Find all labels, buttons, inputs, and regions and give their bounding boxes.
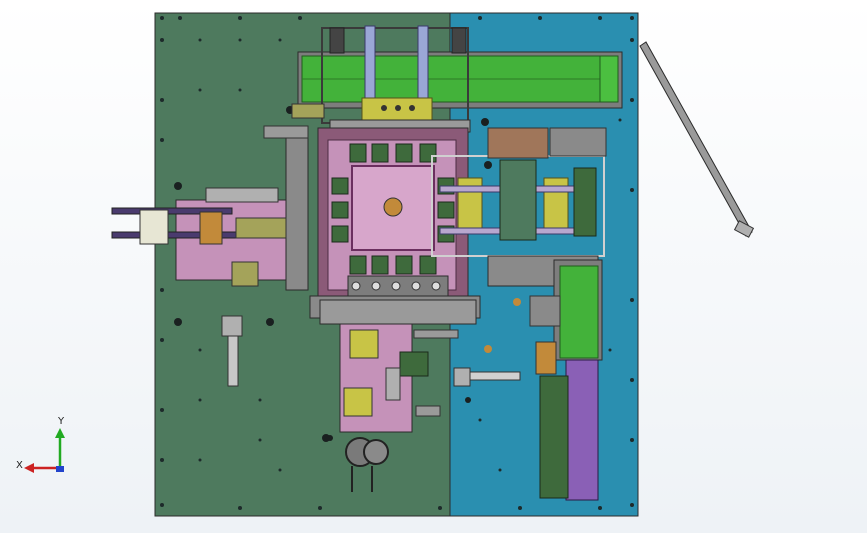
motor-block [399,351,429,377]
right-conveyor-darkgreen [539,375,569,499]
right-conveyor-purple [565,359,599,501]
coordinate-triad-icon: X Y [16,416,65,473]
small-cylinder-block [221,315,243,337]
right-conveyor-green [559,265,599,359]
top-conveyor-end-right [599,55,619,103]
triad-y-label: Y [57,416,65,427]
triad-x-label: X [16,460,23,471]
left-roller-2 [199,211,223,245]
right-brown-block [487,127,549,159]
external-arm [639,41,753,237]
cylinder-left [364,25,376,99]
rotary-stations [331,143,455,275]
cylinder-right [417,25,429,99]
right-small-cylinder [453,367,471,387]
left-roller-1 [139,209,169,245]
